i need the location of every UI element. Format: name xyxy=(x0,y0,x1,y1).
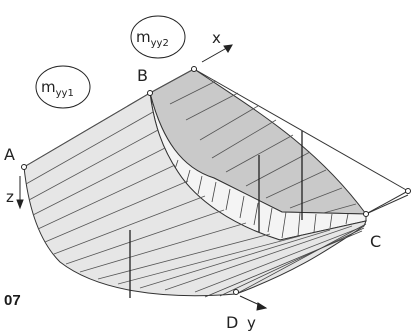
label-c: C xyxy=(370,232,381,251)
moment-bubble-2 xyxy=(130,15,186,59)
axes xyxy=(16,44,268,311)
node-d xyxy=(233,289,239,295)
z-axis-arrowhead xyxy=(16,199,24,210)
label-a: A xyxy=(4,145,15,164)
node-back xyxy=(191,66,197,72)
strip-ticks xyxy=(173,159,349,239)
node-right xyxy=(405,188,411,194)
node-a xyxy=(21,164,27,170)
axis-z-label: z xyxy=(6,188,14,206)
front-generator-lines xyxy=(23,92,363,293)
y-axis-arrowhead xyxy=(256,302,268,311)
moment-bubble-1 xyxy=(35,65,91,109)
fringe-lines xyxy=(204,223,367,298)
node-b xyxy=(147,90,153,96)
figure-number: 07 xyxy=(4,292,21,309)
moment-label-1: myy1 xyxy=(41,78,74,99)
edge-c-right xyxy=(365,190,409,215)
back-generator-lines xyxy=(149,68,357,215)
edge-back-right xyxy=(193,68,409,192)
edge-c-right-low xyxy=(365,194,409,215)
support-nodes xyxy=(21,66,411,295)
moment-label-2: myy2 xyxy=(136,28,169,49)
axis-y-label: y xyxy=(247,314,256,332)
label-b: B xyxy=(137,66,148,85)
sag-lines xyxy=(129,131,303,298)
label-d: D xyxy=(226,313,238,332)
axis-x-label: x xyxy=(212,29,221,47)
x-axis-arrowhead xyxy=(223,44,233,53)
node-c xyxy=(363,211,369,217)
